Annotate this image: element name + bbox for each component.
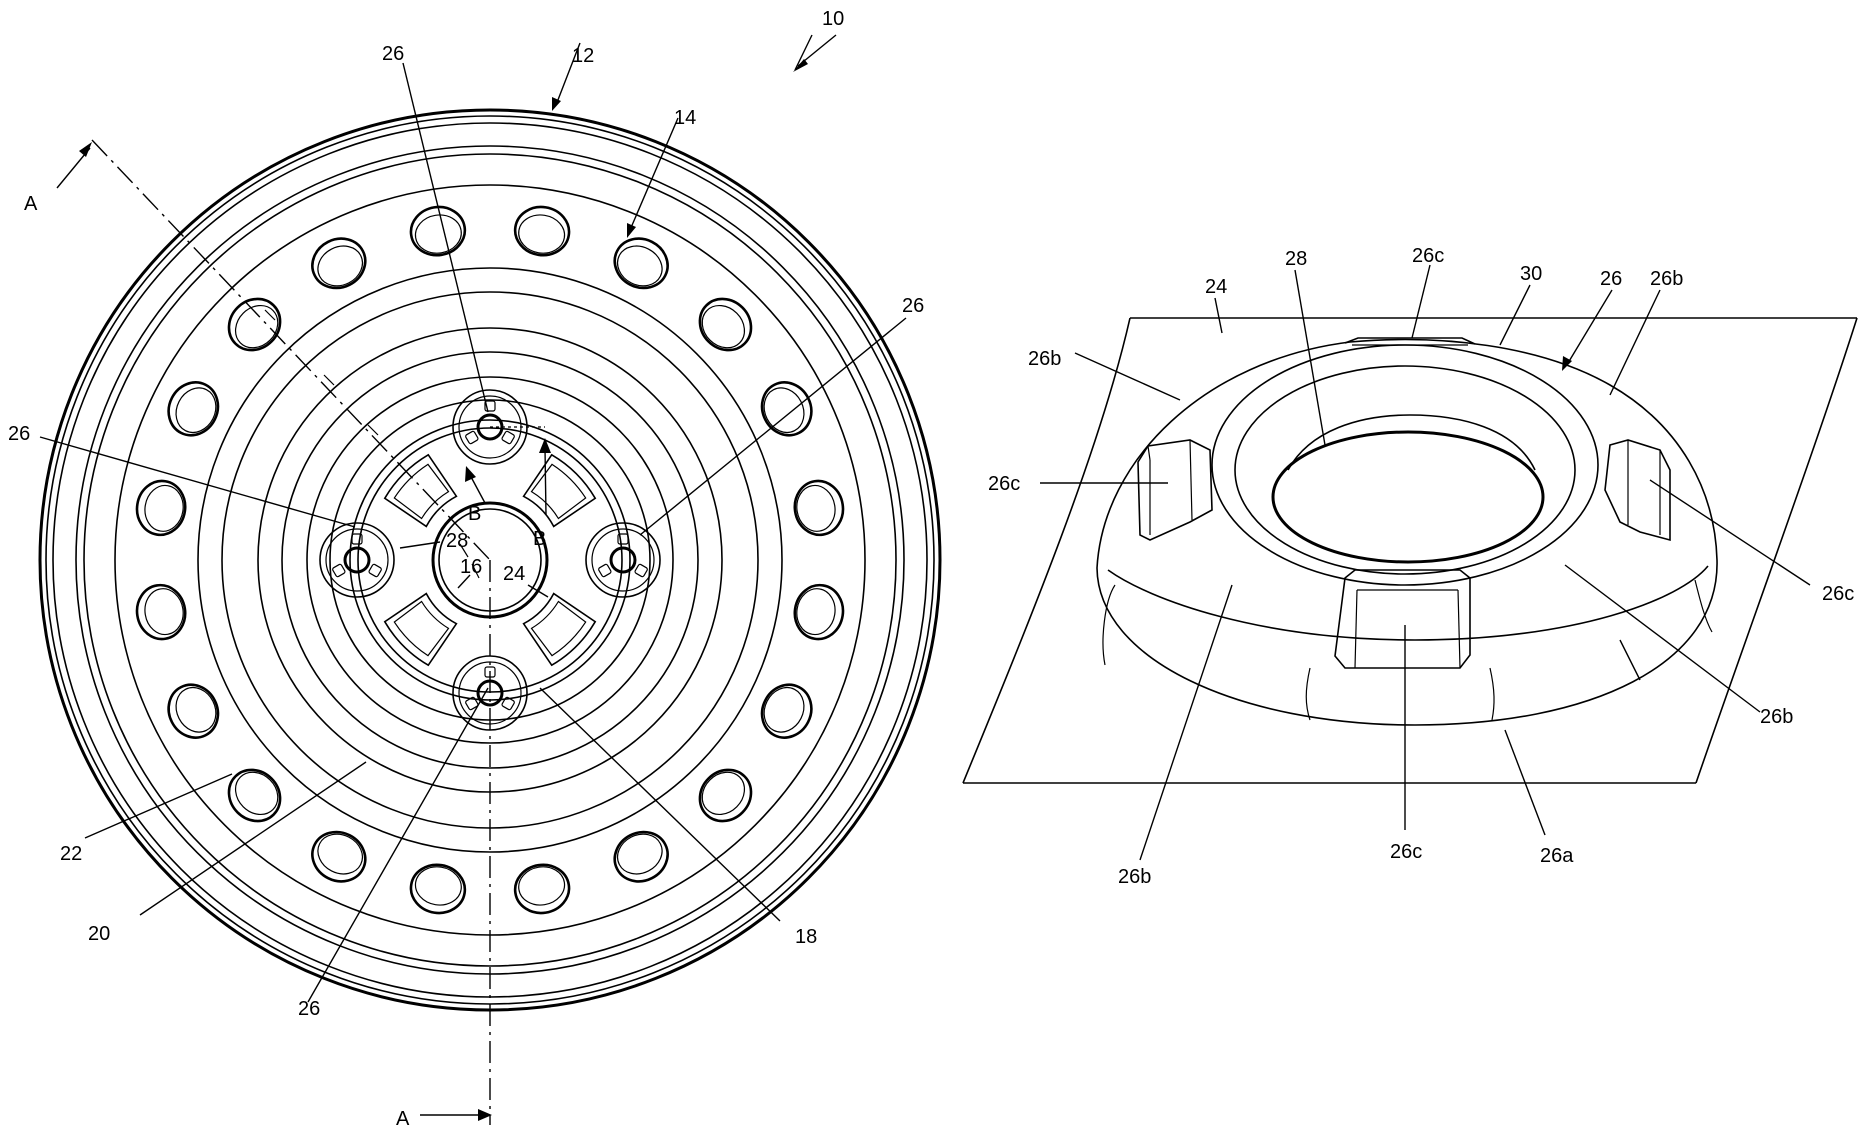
bolt-seat bbox=[586, 523, 660, 597]
vent-hole bbox=[160, 374, 227, 444]
wheel-drawing: 10 12 14 26 26 26 26 A A B B 28 16 24 18… bbox=[8, 8, 940, 1130]
vent-hole bbox=[791, 582, 847, 643]
hub-slot bbox=[385, 594, 457, 666]
label-b-left: B bbox=[468, 503, 481, 525]
vent-hole bbox=[133, 477, 189, 538]
seat-boss bbox=[1097, 338, 1717, 725]
hub-slot bbox=[524, 455, 596, 527]
label-26c-right: 26c bbox=[1822, 583, 1854, 605]
label-28-hole: 28 bbox=[1285, 248, 1307, 270]
label-a-top: A bbox=[24, 193, 38, 215]
vent-hole bbox=[606, 230, 676, 297]
label-26a: 26a bbox=[1540, 845, 1574, 867]
vent-hole bbox=[689, 288, 761, 360]
label-30: 30 bbox=[1520, 263, 1542, 285]
hub-slot bbox=[524, 594, 596, 666]
vent-hole bbox=[606, 823, 676, 890]
label-26b-top-left: 26b bbox=[1028, 348, 1061, 370]
label-24: 24 bbox=[503, 563, 525, 585]
disc-tick-marks bbox=[265, 310, 378, 435]
vent-hole bbox=[304, 823, 374, 890]
label-26-bottom: 26 bbox=[298, 998, 320, 1020]
wheel-labels: 10 12 14 26 26 26 26 A A B B 28 16 24 18… bbox=[8, 8, 924, 1130]
recess-left bbox=[1138, 440, 1212, 540]
label-26b-top-right: 26b bbox=[1650, 268, 1683, 290]
vent-hole bbox=[753, 676, 820, 746]
label-18: 18 bbox=[795, 926, 817, 948]
vent-hole bbox=[304, 230, 374, 297]
label-22: 22 bbox=[60, 843, 82, 865]
label-26c-top: 26c bbox=[1412, 245, 1444, 267]
vent-hole bbox=[753, 374, 820, 444]
seat-perspective-drawing: 24 28 26c 30 26 26b 26b 26c 26c 26b 26c … bbox=[963, 245, 1857, 888]
label-a-bottom: A bbox=[396, 1108, 410, 1130]
seat-labels: 24 28 26c 30 26 26b 26b 26c 26c 26b 26c … bbox=[988, 245, 1854, 888]
vent-hole bbox=[512, 861, 573, 917]
label-20: 20 bbox=[88, 923, 110, 945]
label-b-right: B bbox=[533, 528, 546, 550]
label-16: 16 bbox=[460, 556, 482, 578]
recess-right bbox=[1605, 440, 1670, 540]
label-26-right: 26 bbox=[902, 295, 924, 317]
hub-slot bbox=[385, 455, 457, 527]
plate bbox=[963, 318, 1857, 783]
label-28: 28 bbox=[446, 530, 468, 552]
vent-hole bbox=[791, 477, 847, 538]
label-26c-bottom: 26c bbox=[1390, 841, 1422, 863]
label-10: 10 bbox=[822, 8, 844, 30]
vent-hole bbox=[160, 676, 227, 746]
vent-hole bbox=[689, 759, 761, 831]
label-14: 14 bbox=[674, 107, 696, 129]
label-26c-left: 26c bbox=[988, 473, 1020, 495]
bolt-seat bbox=[320, 523, 394, 597]
vent-hole bbox=[407, 203, 468, 259]
vent-hole bbox=[512, 203, 573, 259]
label-24-face: 24 bbox=[1205, 276, 1227, 298]
vent-hole bbox=[133, 582, 189, 643]
label-26-seat: 26 bbox=[1600, 268, 1622, 290]
vent-hole bbox=[218, 288, 290, 360]
label-12: 12 bbox=[572, 45, 594, 67]
label-26-top: 26 bbox=[382, 43, 404, 65]
vent-hole bbox=[407, 861, 468, 917]
label-26-left: 26 bbox=[8, 423, 30, 445]
label-26b-bottom-left: 26b bbox=[1118, 866, 1151, 888]
label-26b-right: 26b bbox=[1760, 706, 1793, 728]
